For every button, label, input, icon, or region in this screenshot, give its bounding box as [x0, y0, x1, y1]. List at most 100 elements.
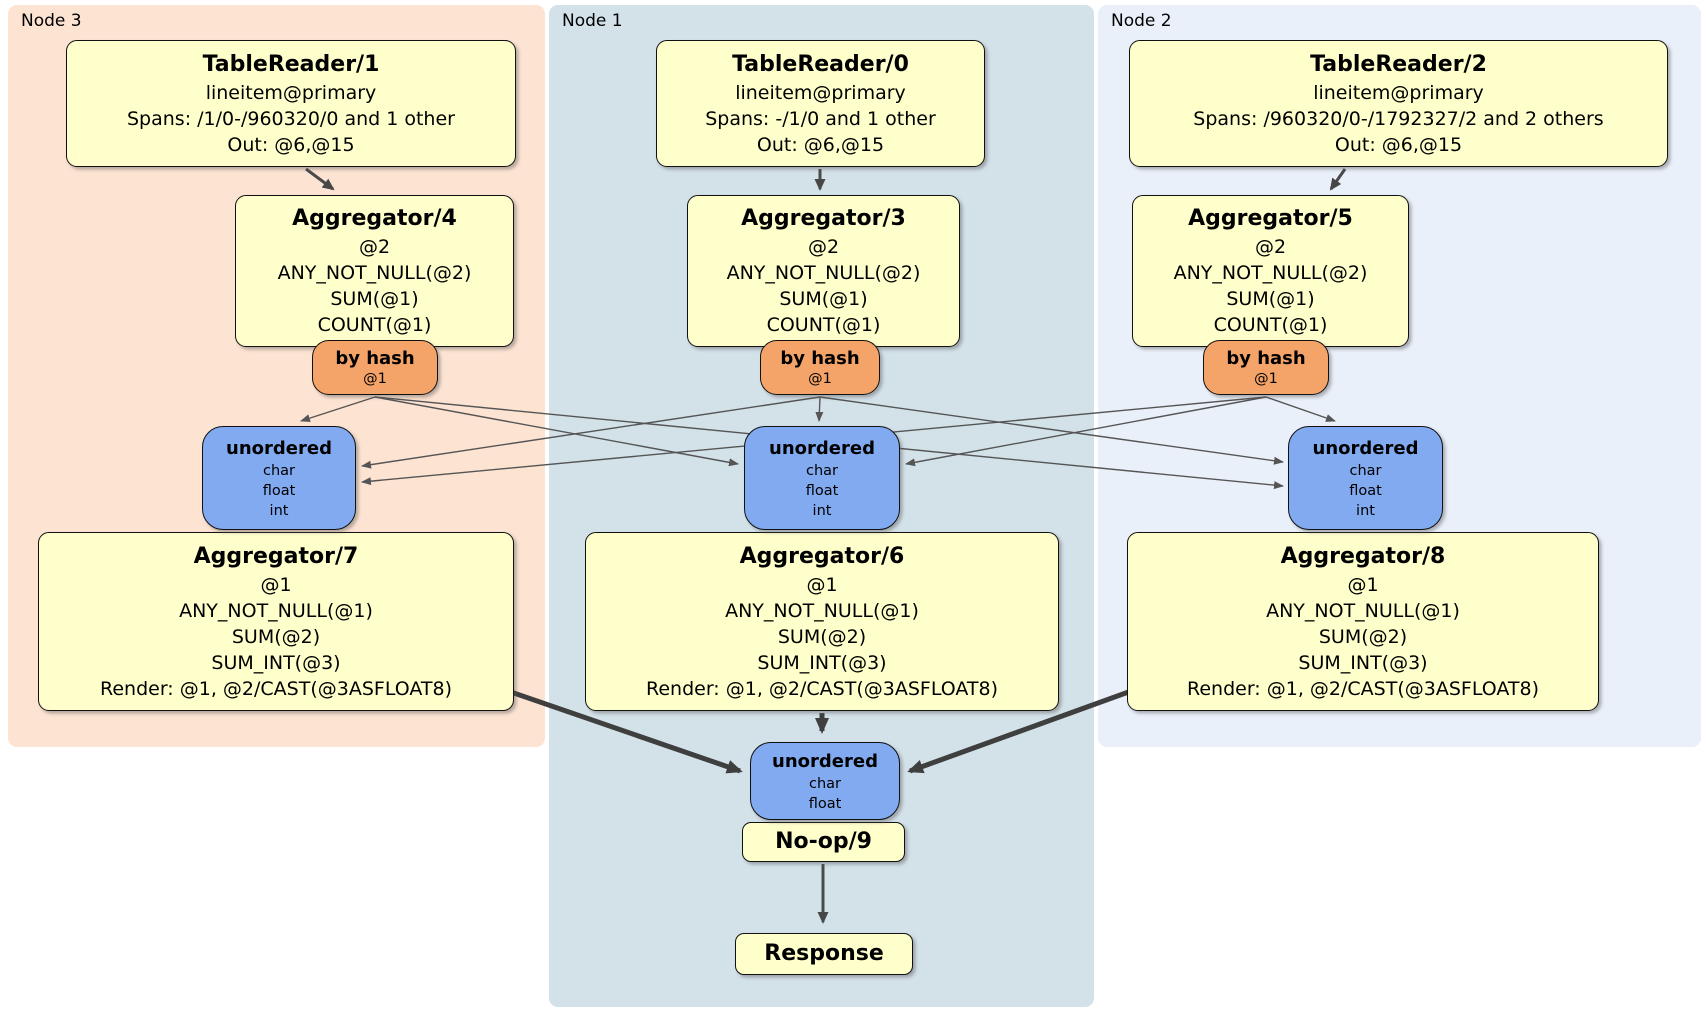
sync-unordered: unordered char float int	[1288, 426, 1443, 530]
aggregator-fn: SUM_INT(@3)	[757, 651, 887, 674]
aggregator-fn: COUNT(@1)	[1213, 314, 1328, 336]
aggregator-fn: SUM_INT(@3)	[211, 651, 341, 674]
aggregator-group-cols: @1	[260, 573, 292, 596]
aggregator-render: Render: @1, @2/CAST(@3ASFLOAT8)	[646, 677, 998, 700]
router-by-hash: by hash @1	[760, 340, 880, 395]
processor-title: Aggregator/4	[292, 206, 457, 231]
sync-title: unordered	[769, 437, 875, 459]
node-panel-label: Node 3	[21, 11, 82, 31]
processor-title: TableReader/0	[732, 51, 909, 77]
edge-line	[907, 687, 1135, 774]
processor-title: Aggregator/5	[1188, 206, 1353, 231]
processor-spans: Spans: /960320/0-/1792327/2 and 2 others	[1193, 107, 1604, 130]
aggregator-group-cols: @2	[807, 236, 840, 258]
router-hash-col: @1	[1254, 371, 1278, 387]
router-by-hash: by hash @1	[312, 340, 438, 395]
aggregator-fn: SUM(@1)	[1226, 288, 1315, 310]
processor-aggregator-4: Aggregator/4 @2 ANY_NOT_NULL(@2) SUM(@1)…	[235, 195, 514, 347]
router-title: by hash	[1226, 348, 1306, 369]
aggregator-fn: SUM(@2)	[1318, 625, 1408, 648]
processor-aggregator-8: Aggregator/8 @1 ANY_NOT_NULL(@1) SUM(@2)…	[1127, 532, 1599, 711]
processor-title: TableReader/1	[202, 51, 380, 77]
edge-line	[504, 687, 743, 774]
router-title: by hash	[780, 348, 860, 369]
processor-aggregator-7: Aggregator/7 @1 ANY_NOT_NULL(@1) SUM(@2)…	[38, 532, 514, 711]
edge-line	[361, 396, 821, 469]
response-node: Response	[735, 933, 913, 975]
aggregator-fn: SUM(@1)	[779, 288, 868, 310]
response-title: Response	[764, 941, 884, 966]
processor-title: Aggregator/3	[741, 206, 906, 231]
router-by-hash: by hash @1	[1203, 340, 1329, 395]
processor-spans: Spans: -/1/0 and 1 other	[705, 107, 936, 130]
processor-out: Out: @6,@15	[1334, 133, 1463, 156]
node-panel-label: Node 1	[562, 11, 623, 31]
aggregator-group-cols: @2	[358, 236, 391, 258]
aggregator-render: Render: @1, @2/CAST(@3ASFLOAT8)	[100, 677, 452, 700]
processor-title: Aggregator/6	[739, 543, 905, 569]
router-title: by hash	[335, 348, 415, 369]
sync-col-type: float	[1349, 482, 1382, 499]
aggregator-fn: ANY_NOT_NULL(@2)	[277, 262, 472, 284]
aggregator-fn: COUNT(@1)	[766, 314, 881, 336]
aggregator-group-cols: @1	[1347, 573, 1379, 596]
sync-col-type: char	[808, 775, 841, 792]
processor-title: Aggregator/8	[1280, 543, 1446, 569]
processor-index: lineitem@primary	[1313, 81, 1484, 104]
aggregator-fn: SUM(@2)	[231, 625, 321, 648]
aggregator-fn: ANY_NOT_NULL(@2)	[1173, 262, 1368, 284]
processor-index: lineitem@primary	[735, 81, 906, 104]
node-panel-label: Node 2	[1111, 11, 1172, 31]
aggregator-fn: ANY_NOT_NULL(@1)	[179, 599, 373, 622]
edge-line	[905, 396, 1267, 467]
aggregator-fn: ANY_NOT_NULL(@1)	[725, 599, 919, 622]
sync-col-type: float	[805, 482, 839, 499]
edge-line	[300, 396, 376, 423]
sync-title: unordered	[772, 750, 878, 772]
processor-tablereader-0: TableReader/0 lineitem@primary Spans: -/…	[656, 40, 985, 167]
edge-line	[819, 396, 1284, 465]
sync-unordered: unordered char float int	[744, 426, 900, 530]
edge-line	[815, 396, 824, 422]
sync-col-type: char	[262, 462, 295, 479]
sync-col-type: char	[805, 462, 838, 479]
processor-out: Out: @6,@15	[756, 133, 885, 156]
processor-index: lineitem@primary	[205, 81, 377, 104]
edge-line	[374, 396, 739, 467]
processor-tablereader-1: TableReader/1 lineitem@primary Spans: /1…	[66, 40, 516, 167]
edge-line	[305, 167, 335, 191]
aggregator-fn: ANY_NOT_NULL(@1)	[1266, 599, 1460, 622]
processor-title: No-op/9	[775, 829, 872, 854]
sync-unordered-final: unordered char float	[750, 742, 900, 820]
processor-tablereader-2: TableReader/2 lineitem@primary Spans: /9…	[1129, 40, 1668, 167]
edge-aggregator-to-final-sync	[504, 687, 1135, 774]
processor-noop-9: No-op/9	[742, 822, 905, 862]
sync-col-type: int	[269, 502, 289, 519]
processor-aggregator-6: Aggregator/6 @1 ANY_NOT_NULL(@1) SUM(@2)…	[585, 532, 1059, 711]
processor-spans: Spans: /1/0-/960320/0 and 1 other	[127, 107, 455, 130]
sync-title: unordered	[1312, 437, 1419, 459]
router-hash-col: @1	[363, 371, 387, 387]
edge-line	[1265, 396, 1336, 422]
aggregator-fn: SUM(@2)	[777, 625, 867, 648]
aggregator-render: Render: @1, @2/CAST(@3ASFLOAT8)	[1187, 677, 1539, 700]
aggregator-fn: COUNT(@1)	[317, 314, 432, 336]
processor-out: Out: @6,@15	[227, 133, 355, 156]
aggregator-group-cols: @1	[806, 573, 838, 596]
sync-col-type: int	[812, 502, 832, 519]
edge-tablereader-to-aggregator	[305, 167, 1347, 191]
sync-col-type: char	[1349, 462, 1382, 479]
edge-line	[1329, 168, 1347, 191]
sync-col-type: int	[1356, 502, 1375, 519]
sync-col-type: float	[262, 482, 296, 499]
sync-unordered: unordered char float int	[202, 426, 356, 530]
router-hash-col: @1	[808, 371, 832, 387]
aggregator-fn: SUM(@1)	[330, 288, 419, 310]
aggregator-fn: SUM_INT(@3)	[1298, 651, 1428, 674]
aggregator-group-cols: @2	[1254, 236, 1287, 258]
aggregator-fn: ANY_NOT_NULL(@2)	[726, 262, 921, 284]
sync-title: unordered	[226, 437, 332, 459]
sync-col-type: float	[808, 795, 842, 812]
processor-aggregator-3: Aggregator/3 @2 ANY_NOT_NULL(@2) SUM(@1)…	[687, 195, 960, 347]
